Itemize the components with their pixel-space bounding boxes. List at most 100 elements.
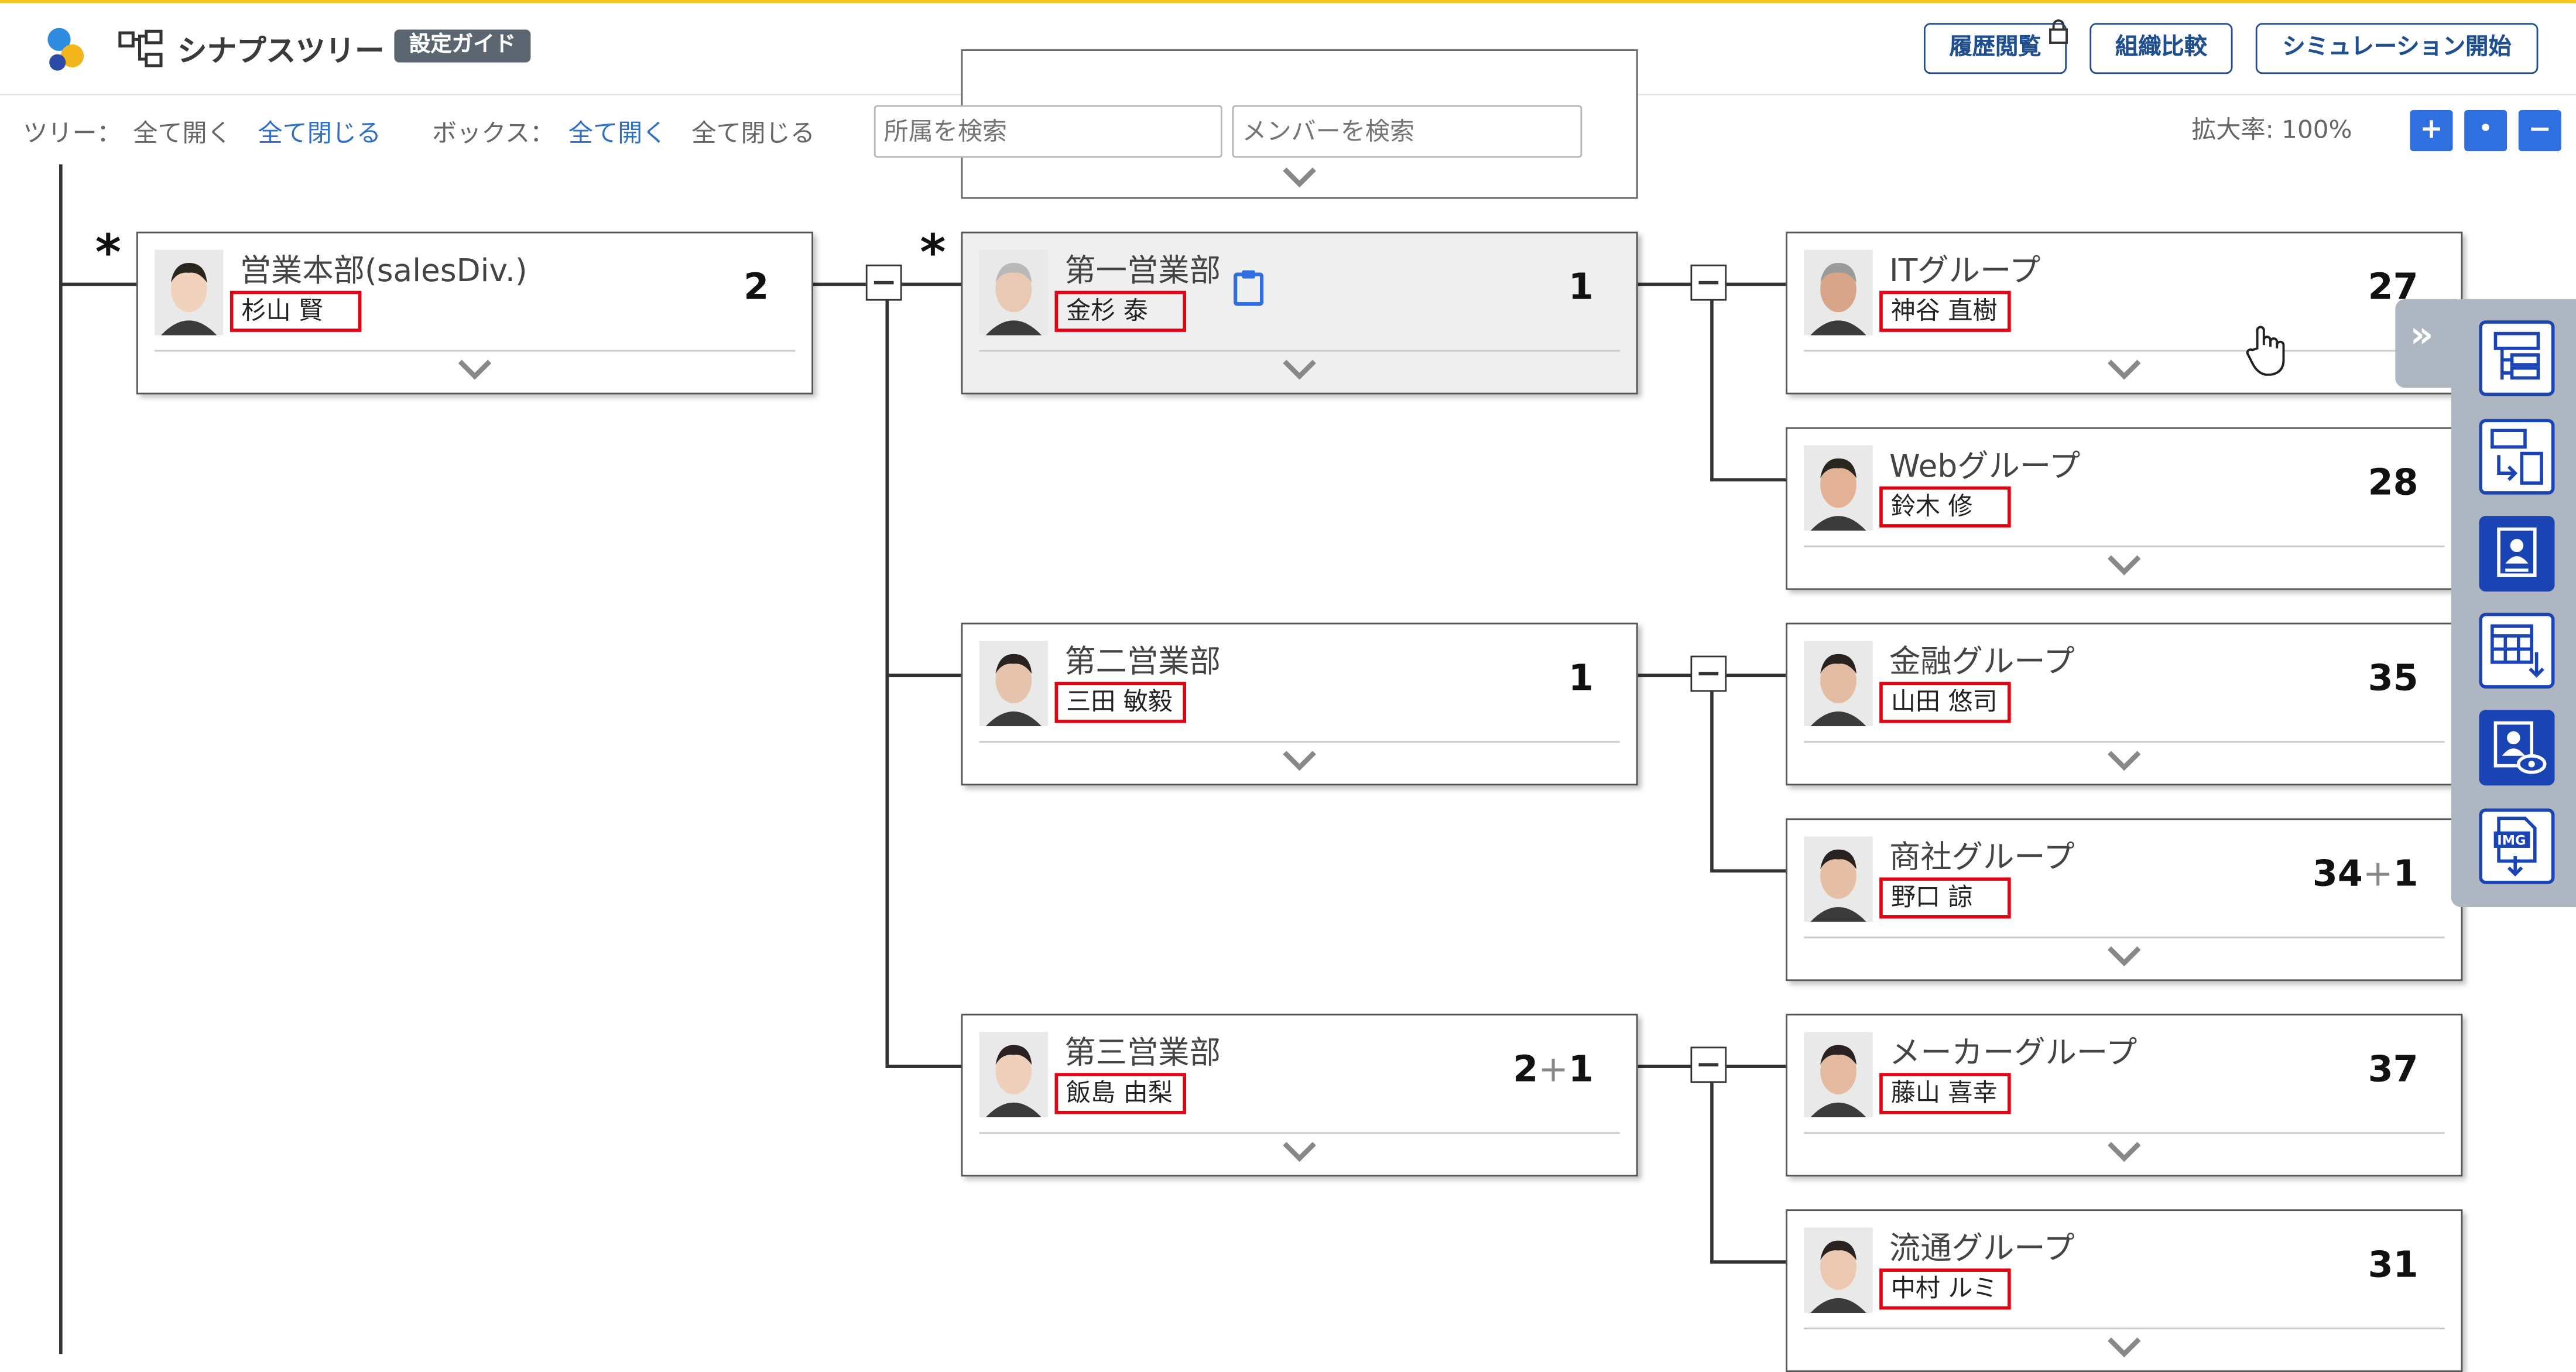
zoom-in-button[interactable]: + (2410, 110, 2453, 152)
avatar[interactable] (979, 249, 1049, 336)
avatar[interactable] (1804, 249, 1873, 336)
manager-name[interactable]: 金杉 泰 (1054, 290, 1187, 332)
connector (1710, 673, 1713, 871)
collapse-toggle[interactable] (1690, 655, 1727, 692)
additional-count: 1 (1568, 1050, 1594, 1092)
chevron-down-icon[interactable] (2106, 1140, 2142, 1163)
manager-name[interactable]: 藤山 喜幸 (1879, 1073, 2011, 1114)
manager-name[interactable]: 三田 敏毅 (1054, 682, 1187, 723)
avatar[interactable] (1804, 1227, 1873, 1313)
chevron-down-icon[interactable] (2106, 358, 2142, 381)
tool-panel (2451, 299, 2576, 907)
member-count: 1 (1568, 659, 1594, 700)
chevron-down-icon[interactable] (2106, 750, 2142, 772)
connector (885, 1065, 961, 1068)
collapse-toggle[interactable] (1690, 1046, 1727, 1083)
avatar[interactable] (979, 1032, 1049, 1118)
member-count-value: 1 (1568, 268, 1594, 309)
collapse-toggle[interactable] (1690, 264, 1727, 301)
box-open-all-link[interactable]: 全て開く (568, 118, 667, 148)
avatar[interactable] (979, 641, 1049, 727)
manager-name[interactable]: 杉山 賢 (229, 290, 362, 332)
zoom-level: 拡大率: 100% (2191, 115, 2352, 145)
member-count: 34+1 (2313, 854, 2419, 895)
manager-name[interactable]: 飯島 由梨 (1054, 1073, 1187, 1114)
panel-collapse-tab[interactable]: » (2395, 299, 2458, 388)
connector (1710, 1065, 1713, 1262)
org-box[interactable]: 第二営業部三田 敏毅 1 (961, 622, 1638, 786)
tree-layout-tool-icon[interactable] (2479, 320, 2555, 396)
avatar[interactable] (1804, 641, 1873, 727)
avatar[interactable] (1804, 836, 1873, 922)
member-search-input[interactable] (1232, 105, 1582, 158)
dept-search-input[interactable] (873, 105, 1222, 158)
tree-root-line (59, 164, 62, 1354)
avatar[interactable] (154, 249, 224, 336)
zoom-reset-button[interactable]: ・ (2464, 110, 2508, 152)
avatar[interactable] (1804, 1032, 1873, 1118)
app-logo-icon[interactable] (43, 23, 92, 76)
settings-guide-badge[interactable]: 設定ガイド (394, 29, 531, 63)
collapse-toggle[interactable] (865, 264, 902, 301)
member-count-value: 2 (1513, 1050, 1539, 1092)
divider (1804, 1132, 2445, 1134)
department-name: 金融グループ (1889, 644, 2075, 680)
member-count: 28 (2368, 463, 2419, 504)
divider (1804, 936, 2445, 939)
connector (1710, 869, 1786, 872)
zoom-out-button[interactable]: − (2518, 110, 2561, 152)
department-name: メーカーグループ (1889, 1035, 2137, 1072)
manager-name[interactable]: 神谷 直樹 (1879, 290, 2011, 332)
divider (1804, 741, 2445, 743)
image-download-tool-icon[interactable]: IMG (2479, 808, 2555, 884)
manager-name[interactable]: 鈴木 修 (1879, 486, 2011, 528)
chevron-down-icon[interactable] (2106, 554, 2142, 577)
org-compare-button[interactable]: 組織比較 (2089, 23, 2233, 74)
chevron-down-icon[interactable] (457, 358, 493, 381)
double-chevron-right-icon: » (2410, 315, 2434, 357)
chevron-down-icon[interactable] (1282, 166, 1318, 189)
clipboard-icon[interactable] (1232, 268, 1265, 307)
chevron-down-icon[interactable] (2106, 945, 2142, 968)
member-count-value: 34 (2312, 854, 2363, 896)
history-button[interactable]: 履歴閲覧 (1923, 23, 2067, 74)
history-button-label: 履歴閲覧 (1949, 34, 2041, 61)
connector (885, 673, 961, 676)
box-close-all-link[interactable]: 全て閉じる (691, 118, 815, 148)
tree-close-all-link[interactable]: 全て閉じる (258, 118, 382, 148)
manager-name[interactable]: 山田 悠司 (1879, 682, 2011, 723)
department-name: 営業本部(salesDiv.) (239, 253, 527, 289)
chevron-down-icon[interactable] (1282, 750, 1318, 772)
chevron-down-icon[interactable] (1282, 1140, 1318, 1163)
simulation-start-button[interactable]: シミュレーション開始 (2255, 23, 2539, 74)
move-member-tool-icon[interactable] (2479, 419, 2555, 495)
chevron-down-icon[interactable] (1282, 358, 1318, 381)
primary-marker-star: * (95, 225, 121, 283)
divider (1804, 1327, 2445, 1330)
manager-name[interactable]: 中村 ルミ (1879, 1268, 2011, 1310)
department-name: 第二営業部 (1064, 644, 1221, 680)
member-view-tool-icon[interactable] (2479, 710, 2555, 786)
avatar[interactable] (1804, 445, 1873, 531)
table-export-tool-icon[interactable] (2479, 613, 2555, 689)
chevron-down-icon[interactable] (2106, 1336, 2142, 1359)
connector (59, 282, 136, 285)
manager-name[interactable]: 野口 諒 (1879, 877, 2011, 919)
additional-count: 1 (2393, 854, 2419, 896)
department-name: 流通グループ (1889, 1230, 2075, 1267)
member-card-tool-icon[interactable] (2479, 516, 2555, 592)
top-accent-line (0, 0, 2576, 4)
tree-open-all-link[interactable]: 全て開く (133, 118, 232, 148)
divider (979, 741, 1620, 743)
connector (1710, 478, 1786, 481)
